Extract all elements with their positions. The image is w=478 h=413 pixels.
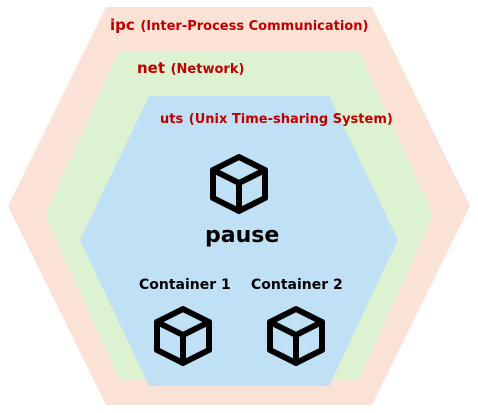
ipc-namespace-label: ipc (Inter-Process Communication) xyxy=(110,16,369,34)
uts-namespace-label: uts (Unix Time-sharing System) xyxy=(160,110,393,126)
container-2-label: Container 2 xyxy=(251,277,343,293)
ipc-description: (Inter-Process Communication) xyxy=(140,19,369,34)
pause-cube-icon xyxy=(210,154,268,214)
container-1-label: Container 1 xyxy=(139,277,231,293)
net-name: net xyxy=(137,59,166,77)
pause-label: pause xyxy=(205,223,280,248)
net-description: (Network) xyxy=(170,62,245,77)
container-1-cube-icon xyxy=(154,306,212,366)
uts-description: (Unix Time-sharing System) xyxy=(188,112,393,127)
container-2-cube-icon xyxy=(267,306,325,366)
uts-namespace-hexagon xyxy=(80,96,398,386)
net-namespace-label: net (Network) xyxy=(137,59,245,77)
ipc-name: ipc xyxy=(110,16,135,34)
uts-name: uts xyxy=(160,112,184,127)
